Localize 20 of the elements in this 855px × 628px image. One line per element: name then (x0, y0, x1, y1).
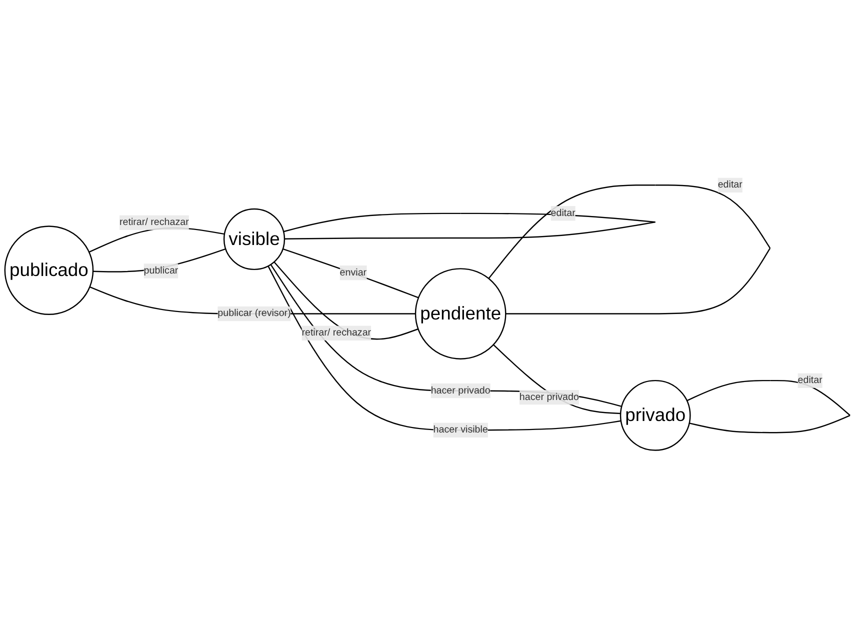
node-circle: visible (223, 208, 286, 270)
edge-label: hacer privado (519, 392, 579, 402)
edge-label: publicar (144, 265, 178, 276)
edge-label: hacer privado (430, 385, 490, 396)
node-circle: privado (620, 380, 691, 451)
edge-label: hacer visible (433, 424, 488, 436)
edge-label: editar (550, 208, 576, 218)
edge-label: editar (718, 180, 742, 190)
node-circle: pendiente (414, 268, 506, 360)
edge-label: retirar/ rechazar (119, 217, 189, 228)
connector (488, 184, 771, 314)
edge-label: publicar (revisor) (218, 308, 291, 319)
connector (268, 266, 622, 431)
connector (282, 248, 419, 298)
edge-label: retirar/ rechazar (302, 328, 372, 338)
connector (492, 344, 621, 414)
edge-label: enviar (340, 267, 367, 278)
edge-label: editar (798, 375, 822, 386)
node-circle: publicado (4, 226, 94, 315)
connector (274, 262, 418, 340)
